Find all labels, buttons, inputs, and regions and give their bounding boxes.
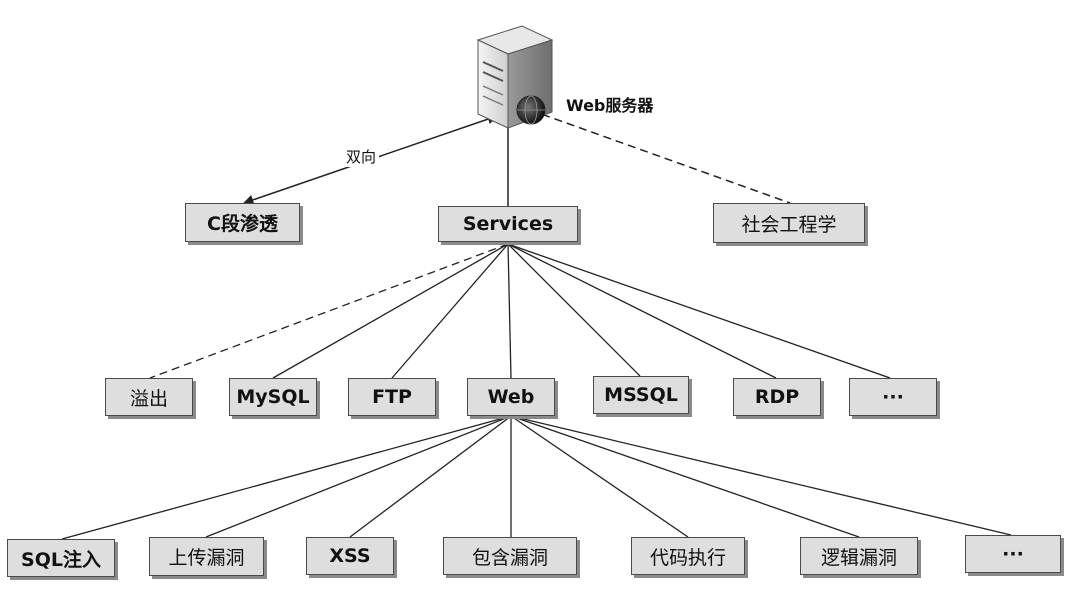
- edge-services-rdp: [507, 243, 777, 379]
- node-code-exec-label: 代码执行: [649, 546, 726, 569]
- node-social-engineering-label: 社会工程学: [741, 213, 837, 236]
- node-xss: XSS: [306, 537, 394, 575]
- node-web-more: ···: [965, 535, 1061, 573]
- node-c-segment-label: C段渗透: [207, 213, 278, 235]
- node-logic-vuln: 逻辑漏洞: [800, 537, 918, 575]
- edge-web-upload: [205, 415, 512, 538]
- server-label: Web服务器: [566, 96, 654, 115]
- node-rdp: RDP: [733, 378, 821, 416]
- node-mssql: MSSQL: [593, 376, 689, 414]
- node-overflow-label: 溢出: [129, 387, 168, 410]
- node-code-exec: 代码执行: [631, 537, 745, 575]
- edge-web-logic: [510, 415, 860, 538]
- server-icon: [476, 25, 554, 129]
- node-rdp-label: RDP: [754, 386, 800, 408]
- node-mysql-label: MySQL: [236, 386, 310, 408]
- node-web-label: Web: [487, 386, 535, 408]
- node-upload-vuln: 上传漏洞: [149, 537, 264, 576]
- node-sqli: SQL注入: [7, 539, 115, 577]
- node-logic-vuln-label: 逻辑漏洞: [820, 546, 897, 569]
- node-include-vuln: 包含漏洞: [443, 537, 577, 575]
- edge-web-sqli: [61, 415, 512, 540]
- edge-services-mysql: [272, 243, 509, 379]
- node-ftp: FTP: [348, 378, 436, 416]
- edge-services-web: [507, 243, 512, 379]
- edge-web-exec: [510, 415, 689, 538]
- edge-services-overflow: [149, 243, 509, 379]
- node-social-engineering: 社会工程学: [713, 203, 865, 243]
- edge-services-ftp: [391, 243, 509, 379]
- node-mssql-label: MSSQL: [604, 384, 678, 406]
- node-ftp-label: FTP: [372, 386, 412, 408]
- edge-services-mssql: [507, 243, 641, 377]
- node-include-vuln-label: 包含漏洞: [471, 546, 548, 569]
- node-upload-vuln-label: 上传漏洞: [168, 547, 245, 569]
- edge-server-social: [529, 109, 791, 204]
- node-c-segment: C段渗透: [185, 203, 300, 242]
- node-sqli-label: SQL注入: [21, 548, 101, 571]
- edge-web-xss: [349, 415, 512, 538]
- node-mysql: MySQL: [229, 378, 317, 416]
- node-services-more-label: ···: [882, 386, 904, 408]
- node-services-more: ···: [849, 378, 937, 416]
- node-overflow: 溢出: [105, 378, 193, 416]
- node-xss-label: XSS: [329, 545, 371, 567]
- edge-web-more: [510, 415, 1012, 536]
- node-services: Services: [438, 206, 578, 242]
- node-services-label: Services: [462, 213, 554, 235]
- bidirectional-label: 双向: [343, 146, 380, 167]
- node-web: Web: [467, 378, 555, 416]
- edge-services-more: [507, 243, 891, 379]
- node-web-more-label: ···: [1002, 543, 1024, 565]
